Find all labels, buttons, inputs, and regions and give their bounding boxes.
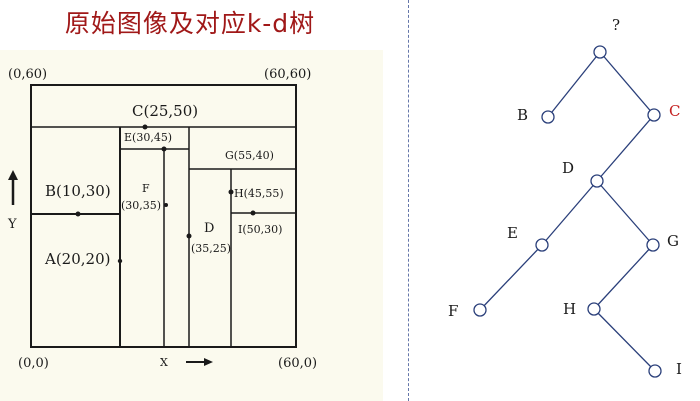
tree-label-b: B [517, 106, 528, 124]
tree-label-root: ? [612, 16, 620, 34]
region-label-i: I(50,30) [238, 223, 282, 236]
tree-node-e [535, 238, 549, 252]
tree-node-g [646, 238, 660, 252]
tree-edge [596, 180, 654, 246]
x-axis-arrow [186, 358, 213, 366]
point-b [75, 211, 81, 217]
panel-divider [408, 0, 409, 401]
plane-points [75, 124, 256, 264]
partition-plane [30, 84, 297, 348]
region-label-a: A(20,20) [44, 250, 110, 268]
tree-label-d: D [562, 159, 574, 177]
y-axis-arrow [8, 170, 18, 205]
tree-edge [593, 308, 656, 372]
point-i [250, 210, 256, 216]
tree-node-c [647, 108, 661, 122]
corner-label: (60,60) [264, 67, 311, 82]
point-d [186, 233, 192, 239]
tree-label-f: F [448, 302, 458, 320]
region-label-f: F [142, 182, 150, 195]
tree-label-e: E [507, 224, 518, 242]
axis-label-y: Y [7, 217, 17, 232]
axis-label-x: X [160, 356, 168, 369]
point-a [117, 258, 123, 264]
point-c [142, 124, 148, 130]
corner-label: (0,0) [18, 356, 49, 371]
tree-label-c: C [669, 102, 680, 120]
tree-label-h: H [563, 300, 576, 318]
tree-label-i: I [676, 360, 682, 378]
tree-node-d [590, 174, 604, 188]
tree-node-f [473, 303, 487, 317]
tree-edge [596, 114, 655, 182]
region-label-b: B(10,30) [45, 182, 111, 200]
tree-node-i [648, 364, 662, 378]
point-e [161, 146, 167, 152]
region-coord-f: (30,35) [121, 199, 161, 212]
tree-edges [479, 51, 656, 372]
region-coord-d: (35,25) [191, 242, 231, 255]
region-label-c: C(25,50) [132, 102, 198, 120]
tree-edge [593, 244, 654, 310]
corner-label: (0,60) [8, 67, 47, 82]
tree-edge [547, 51, 601, 118]
region-label-h: H(45,55) [234, 187, 284, 200]
plane-background [0, 50, 383, 401]
tree-node-h [587, 302, 601, 316]
region-label-e: E(30,45) [124, 131, 172, 144]
tree-edge [479, 244, 543, 311]
tree-edge [599, 51, 655, 116]
tree-node-b [541, 110, 555, 124]
tree-nodes [473, 45, 662, 378]
tree-label-g: G [667, 232, 679, 250]
tree-node-root [593, 45, 607, 59]
region-label-d: D [204, 221, 214, 236]
page-title: 原始图像及对应k-d树 [64, 9, 316, 38]
tree-edge [541, 180, 598, 246]
region-label-g: G(55,40) [225, 149, 274, 162]
corner-label: (60,0) [278, 356, 317, 371]
point-h [228, 189, 234, 195]
point-f [164, 203, 168, 207]
